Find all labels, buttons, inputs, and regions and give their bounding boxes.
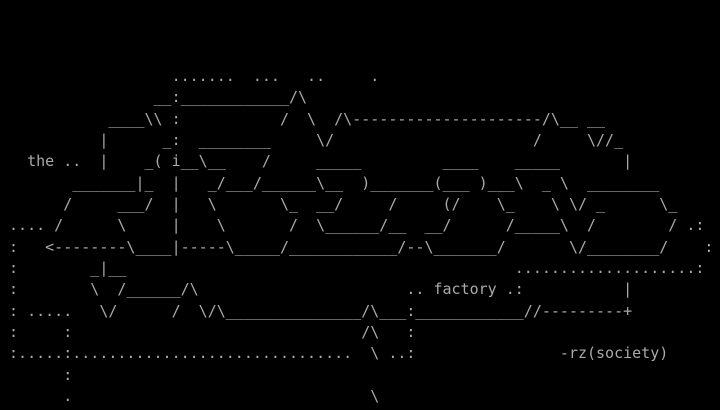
art-line-the: the .. | _( i__\__ / _____ ____ _____ | xyxy=(0,152,633,171)
art-line: : _|__ ....................: xyxy=(0,258,705,277)
art-line: ....... ... .. . xyxy=(0,67,380,85)
art-line: ____\\ : / \ /\---------------------/\__… xyxy=(0,109,606,128)
art-line: __:____________/\ xyxy=(0,88,308,107)
ascii-art-logo: ....... ... .. . __:____________/\ ____\… xyxy=(0,66,713,407)
art-line: : <--------\____|-----\_____/___________… xyxy=(0,237,714,256)
art-line: . \ xyxy=(0,386,380,405)
art-line: _______|_ | _/___/______\__ )_______(___… xyxy=(0,173,660,192)
art-line: : : /\ : xyxy=(0,322,416,341)
art-line: .... / \ | \ / \______/__ __/ /_____\ / … xyxy=(0,216,705,235)
art-line: : ..... \/ / \/\_______________/\___:___… xyxy=(0,301,633,320)
art-line: : xyxy=(0,365,73,384)
art-line: / ___/ | \ \_ __/ / (/ \_ \ \/ _ \_ xyxy=(0,194,678,213)
art-line-signature: :.....:............................... \… xyxy=(0,344,669,363)
art-line-factory: : \ /______/\ .. factory .: | xyxy=(0,280,633,299)
art-line: | _: ________ \/ / \//_ xyxy=(0,130,624,149)
